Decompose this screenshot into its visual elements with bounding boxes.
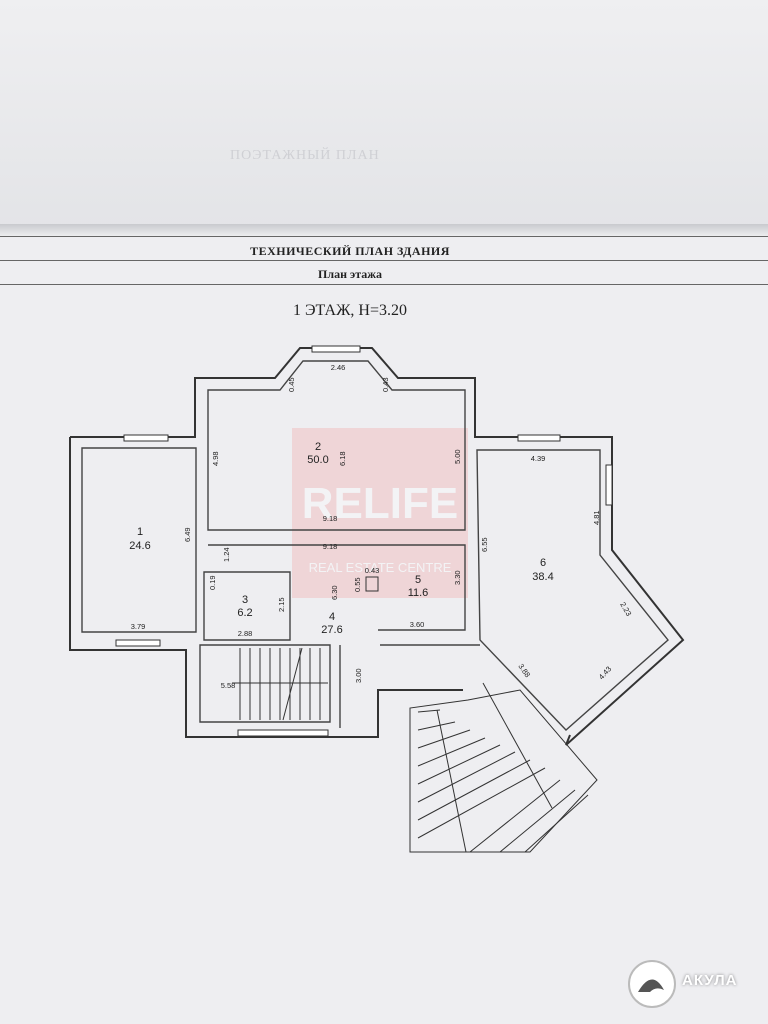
room-2-number: 2 (315, 441, 321, 453)
room-6-area: 38.4 (532, 571, 553, 583)
background-text: ПОЭТАЖНЫЙ ПЛАН (230, 148, 380, 163)
dim-r2-right: 5.00 (453, 449, 462, 464)
dim-r4-height: 6.30 (330, 585, 339, 600)
dim-r5-655: 6.55 (480, 537, 489, 552)
dim-r3-height: 2.15 (277, 597, 286, 612)
dim-width-b: 9.18 (323, 542, 338, 551)
room-5-number: 5 (415, 574, 421, 586)
dim-bay-top: 2.46 (331, 363, 346, 372)
shark-icon (628, 960, 676, 1008)
exterior-stair (409, 682, 598, 853)
windows (115, 345, 613, 737)
room-4-number: 4 (329, 611, 335, 623)
section-title: План этажа (318, 267, 382, 281)
dim-r6-right: 4.81 (592, 510, 601, 525)
dim-r6-223: 2.23 (618, 601, 633, 618)
room-4-area: 27.6 (321, 624, 342, 636)
dim-shaft-043: 0.43 (365, 566, 380, 575)
floor-label: 1 ЭТАЖ, Н=3.20 (292, 302, 407, 319)
dim-r3-bottom: 2.88 (238, 629, 253, 638)
watermark-brand: RELIFE (302, 479, 458, 528)
dim-small-019: 0.19 (208, 575, 217, 590)
room-labels: 1 24.6 2 50.0 3 6.2 4 27.6 5 11.6 6 38.4 (129, 441, 553, 636)
inner-walls (81, 360, 669, 731)
dim-r6-443: 4.43 (597, 664, 613, 681)
previous-page: ПОЭТАЖНЫЙ ПЛАН (0, 0, 768, 232)
room-3-number: 3 (242, 594, 248, 606)
document-title: ТЕХНИЧЕСКИЙ ПЛАН ЗДАНИЯ (250, 244, 450, 258)
dim-bay-right: 0.43 (381, 377, 390, 392)
logo-text: АКУЛА (682, 972, 738, 989)
dim-r2-left: 4.98 (211, 451, 220, 466)
dim-r2-height: 6.18 (338, 451, 347, 466)
dimension-labels: 2.46 0.45 0.43 4.98 6.18 5.00 9.18 9.18 … (131, 363, 634, 690)
dim-r6-top: 4.39 (531, 454, 546, 463)
watermark: RELIFE REAL ESTATE CENTRE (292, 428, 468, 598)
ventilation-shaft (365, 576, 379, 592)
dim-width-a: 9.18 (323, 514, 338, 523)
dim-r1-height: 6.49 (183, 527, 192, 542)
room-2-area: 50.0 (307, 454, 328, 466)
room-3-area: 6.2 (237, 607, 252, 619)
room-6-number: 6 (540, 557, 546, 569)
dim-r5-360: 3.60 (410, 620, 425, 629)
room-5-area: 11.6 (408, 587, 429, 599)
dim-r6-388: 3.88 (516, 662, 532, 679)
dim-r1-bottom: 3.79 (131, 622, 146, 631)
interior-stair (232, 647, 328, 721)
dim-shaft-055: 0.55 (353, 577, 362, 592)
dim-bay-left: 0.45 (287, 377, 296, 392)
dim-r4-300: 3.00 (354, 668, 363, 683)
outer-walls (69, 347, 685, 746)
room-1-area: 24.6 (129, 540, 150, 552)
dim-stair-558: 5.58 (221, 681, 236, 690)
dim-r5-330: 3.30 (453, 570, 462, 585)
page-fold-shadow (0, 224, 768, 238)
dim-small-124: 1.24 (222, 547, 231, 562)
room-1-number: 1 (137, 526, 143, 538)
watermark-tagline: REAL ESTATE CENTRE (309, 560, 452, 575)
